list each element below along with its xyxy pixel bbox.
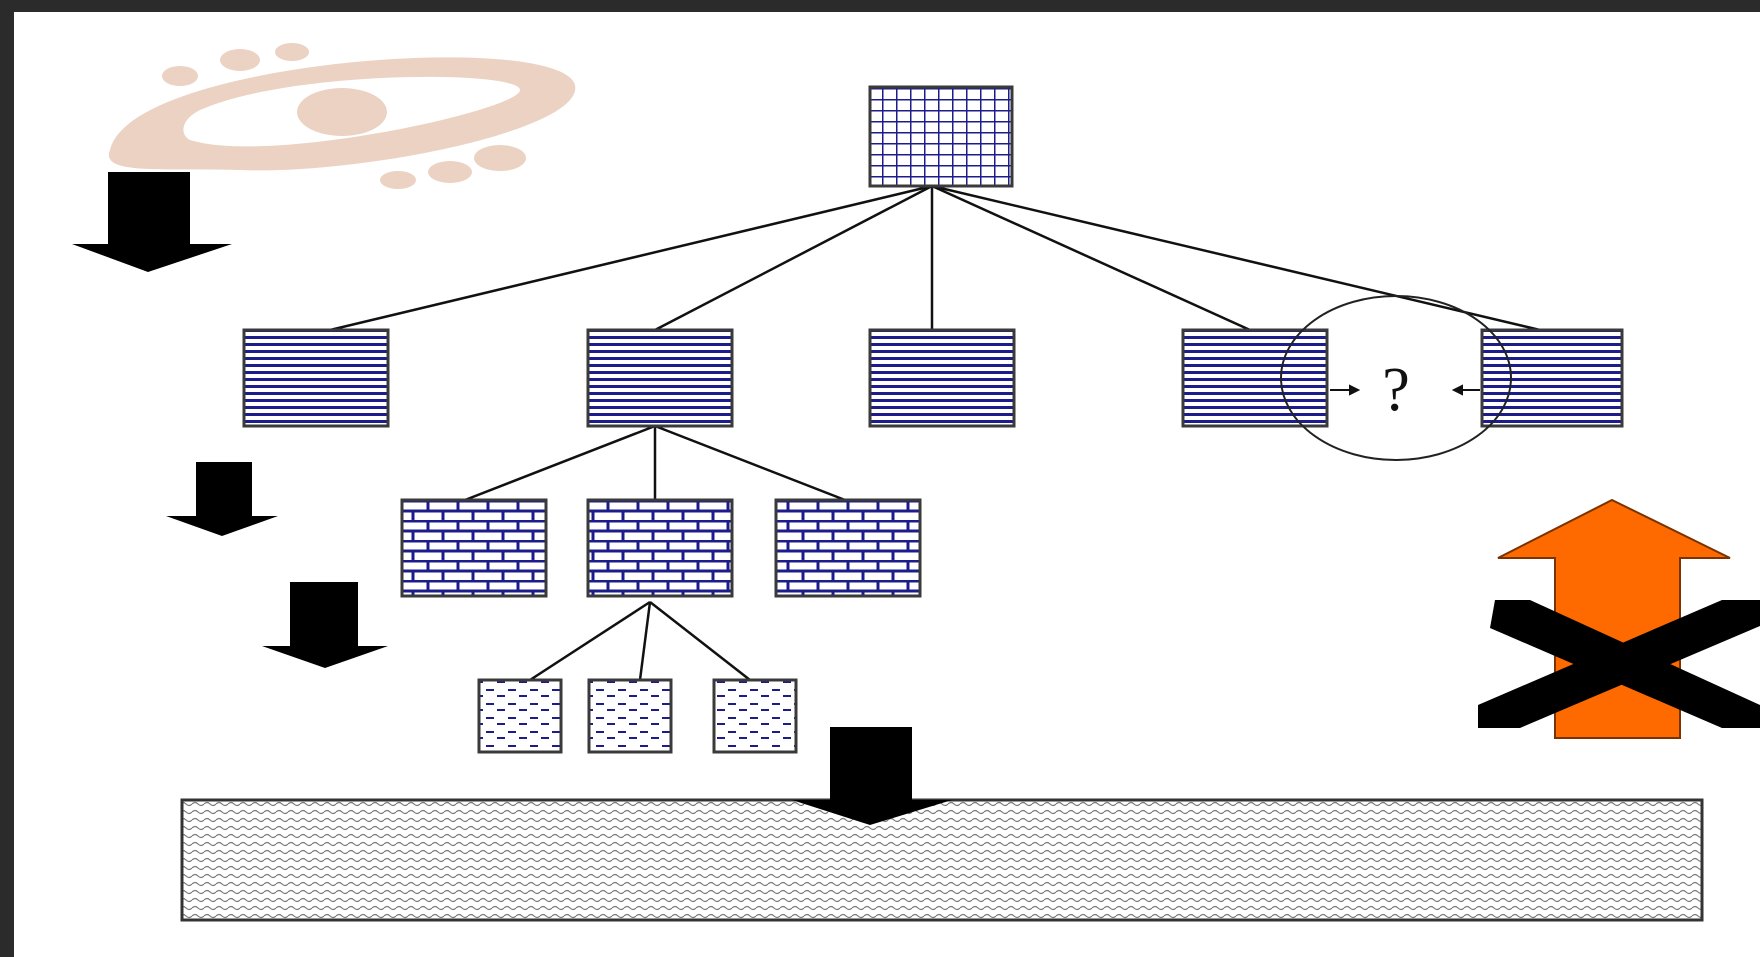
level2-node	[586, 498, 734, 598]
level1-node	[1480, 328, 1624, 428]
root-node	[868, 85, 1014, 188]
connector-root-l1-4	[931, 184, 1251, 332]
level1-node	[1181, 328, 1329, 428]
connectors	[329, 184, 1541, 682]
connector-root-l1-2	[654, 184, 933, 332]
connector-l1-l2-1	[464, 424, 656, 502]
connector-l2-l3-3	[649, 601, 751, 681]
down-arrow-icon	[792, 727, 952, 825]
level3-node	[477, 678, 563, 754]
level3-node	[712, 678, 798, 754]
base-layer	[180, 798, 1704, 922]
question-circle	[1280, 295, 1512, 461]
level1-node	[242, 328, 390, 428]
level2-node	[774, 498, 922, 598]
logo-icon	[108, 43, 576, 189]
cross-icon	[1478, 600, 1760, 728]
connector-l1-l2-3	[654, 424, 846, 502]
connector-root-l1-1	[329, 184, 933, 332]
connector-l2-l3-1	[529, 600, 651, 682]
connector-l2-l3-2	[638, 601, 652, 681]
down-arrow-icon	[72, 172, 232, 272]
level2-node	[400, 498, 548, 598]
level1-node	[586, 328, 734, 428]
level1-node	[868, 328, 1016, 428]
down-arrow-icon	[262, 582, 388, 668]
down-arrow-icon	[166, 462, 278, 536]
connector-root-l1-5	[931, 184, 1541, 332]
question-label: ?	[1382, 356, 1410, 424]
level3-node	[587, 678, 673, 754]
question-arrows	[1330, 384, 1480, 396]
